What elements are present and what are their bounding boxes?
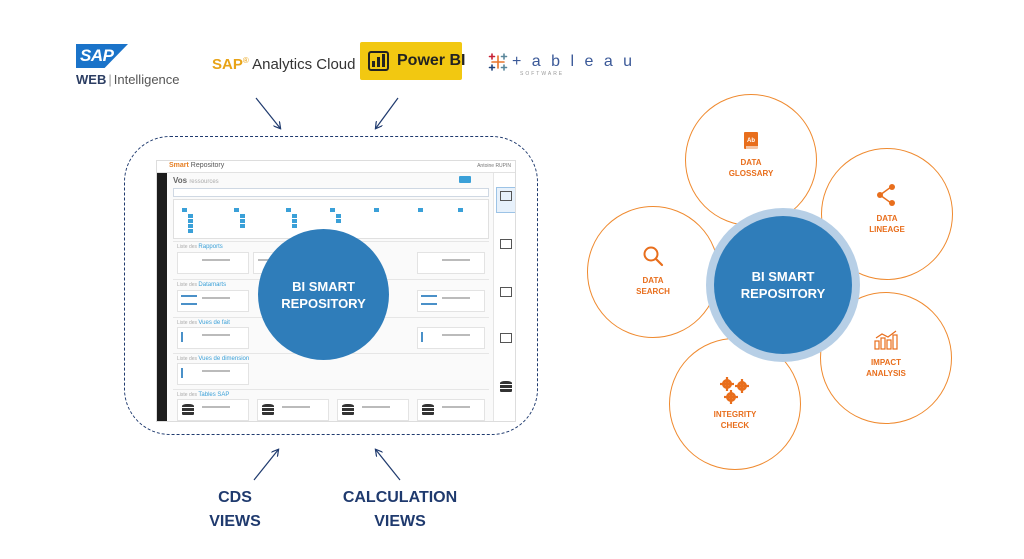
mock-card (257, 399, 329, 421)
magnifier-icon (643, 246, 664, 267)
bar-chart-icon (874, 330, 898, 350)
calculation-views-label: CALCULATION VIEWS (342, 489, 458, 530)
mock-heading: Vos ressources (173, 176, 219, 185)
tableau-word: + a b l e a u (512, 53, 636, 70)
arrow-calc (376, 450, 401, 481)
mock-card (417, 290, 485, 312)
mock-card (177, 290, 249, 312)
rail-vues-dimension-icon (500, 333, 512, 343)
mock-section-vues-fait: Liste des Vues de fait (173, 317, 489, 351)
arrow-in-left (255, 97, 280, 128)
bi-smart-repository-right: BI SMART REPOSITORY (714, 216, 852, 354)
arrow-cds (253, 450, 278, 481)
webi-product: Intelligence (113, 72, 180, 87)
mock-view-toggle (459, 176, 471, 183)
mock-card (417, 399, 485, 421)
tableau-logo: + a b l e a u (488, 52, 635, 72)
petal-data-glossary: Ab DATA GLOSSARY (685, 94, 817, 226)
lineage-nodes-icon (877, 184, 895, 206)
glossary-book-icon: Ab (744, 132, 758, 149)
tableau-sub: SOFTWARE (520, 71, 565, 77)
mock-card (177, 399, 249, 421)
mock-user: Antoine RUPIN (477, 163, 511, 169)
sap-web-intelligence-logo: SAP WEB|Intelligence (76, 44, 180, 87)
mock-section-tables-sap: Liste des Tables SAP (173, 389, 489, 421)
power-bi-chart-icon (368, 51, 389, 71)
mock-right-rail (493, 173, 515, 421)
mock-topbar: Smart Repository Antoine RUPIN (157, 161, 515, 173)
repository-frame (124, 136, 538, 435)
gears-icon (720, 377, 749, 404)
mock-brand: Smart Repository (169, 162, 225, 169)
mock-card (337, 399, 409, 421)
mock-card (417, 252, 485, 274)
mock-section-datamarts: Liste des Datamarts (173, 279, 489, 315)
tableau-cross-icon (488, 53, 508, 71)
cds-views-label: CDS VIEWS (209, 489, 261, 530)
bi-smart-repository-left: BI SMART REPOSITORY (258, 229, 389, 360)
rail-rapports-icon (500, 191, 512, 201)
rail-tables-sap-icon (500, 381, 512, 393)
petal-data-search: DATA SEARCH (587, 206, 719, 338)
power-bi-label: Power BI (397, 52, 466, 69)
rail-vues-fait-icon (500, 287, 512, 297)
power-bi-logo: Power BI (360, 42, 466, 80)
svg-text:Ab: Ab (747, 138, 755, 144)
mock-search-bar (173, 188, 489, 197)
mock-card (177, 252, 249, 274)
sac-product: Analytics Cloud (252, 56, 356, 73)
arrow-in-right (376, 97, 399, 128)
mock-card (177, 363, 249, 385)
rail-datamarts-icon (500, 239, 512, 249)
sap-analytics-cloud-logo: SAP® Analytics Cloud (212, 56, 356, 73)
sap-badge: SAP (76, 44, 128, 68)
mock-card (177, 327, 249, 349)
mock-card (417, 327, 485, 349)
webi-brand: WEB (76, 72, 107, 87)
mock-sidebar (157, 173, 167, 421)
